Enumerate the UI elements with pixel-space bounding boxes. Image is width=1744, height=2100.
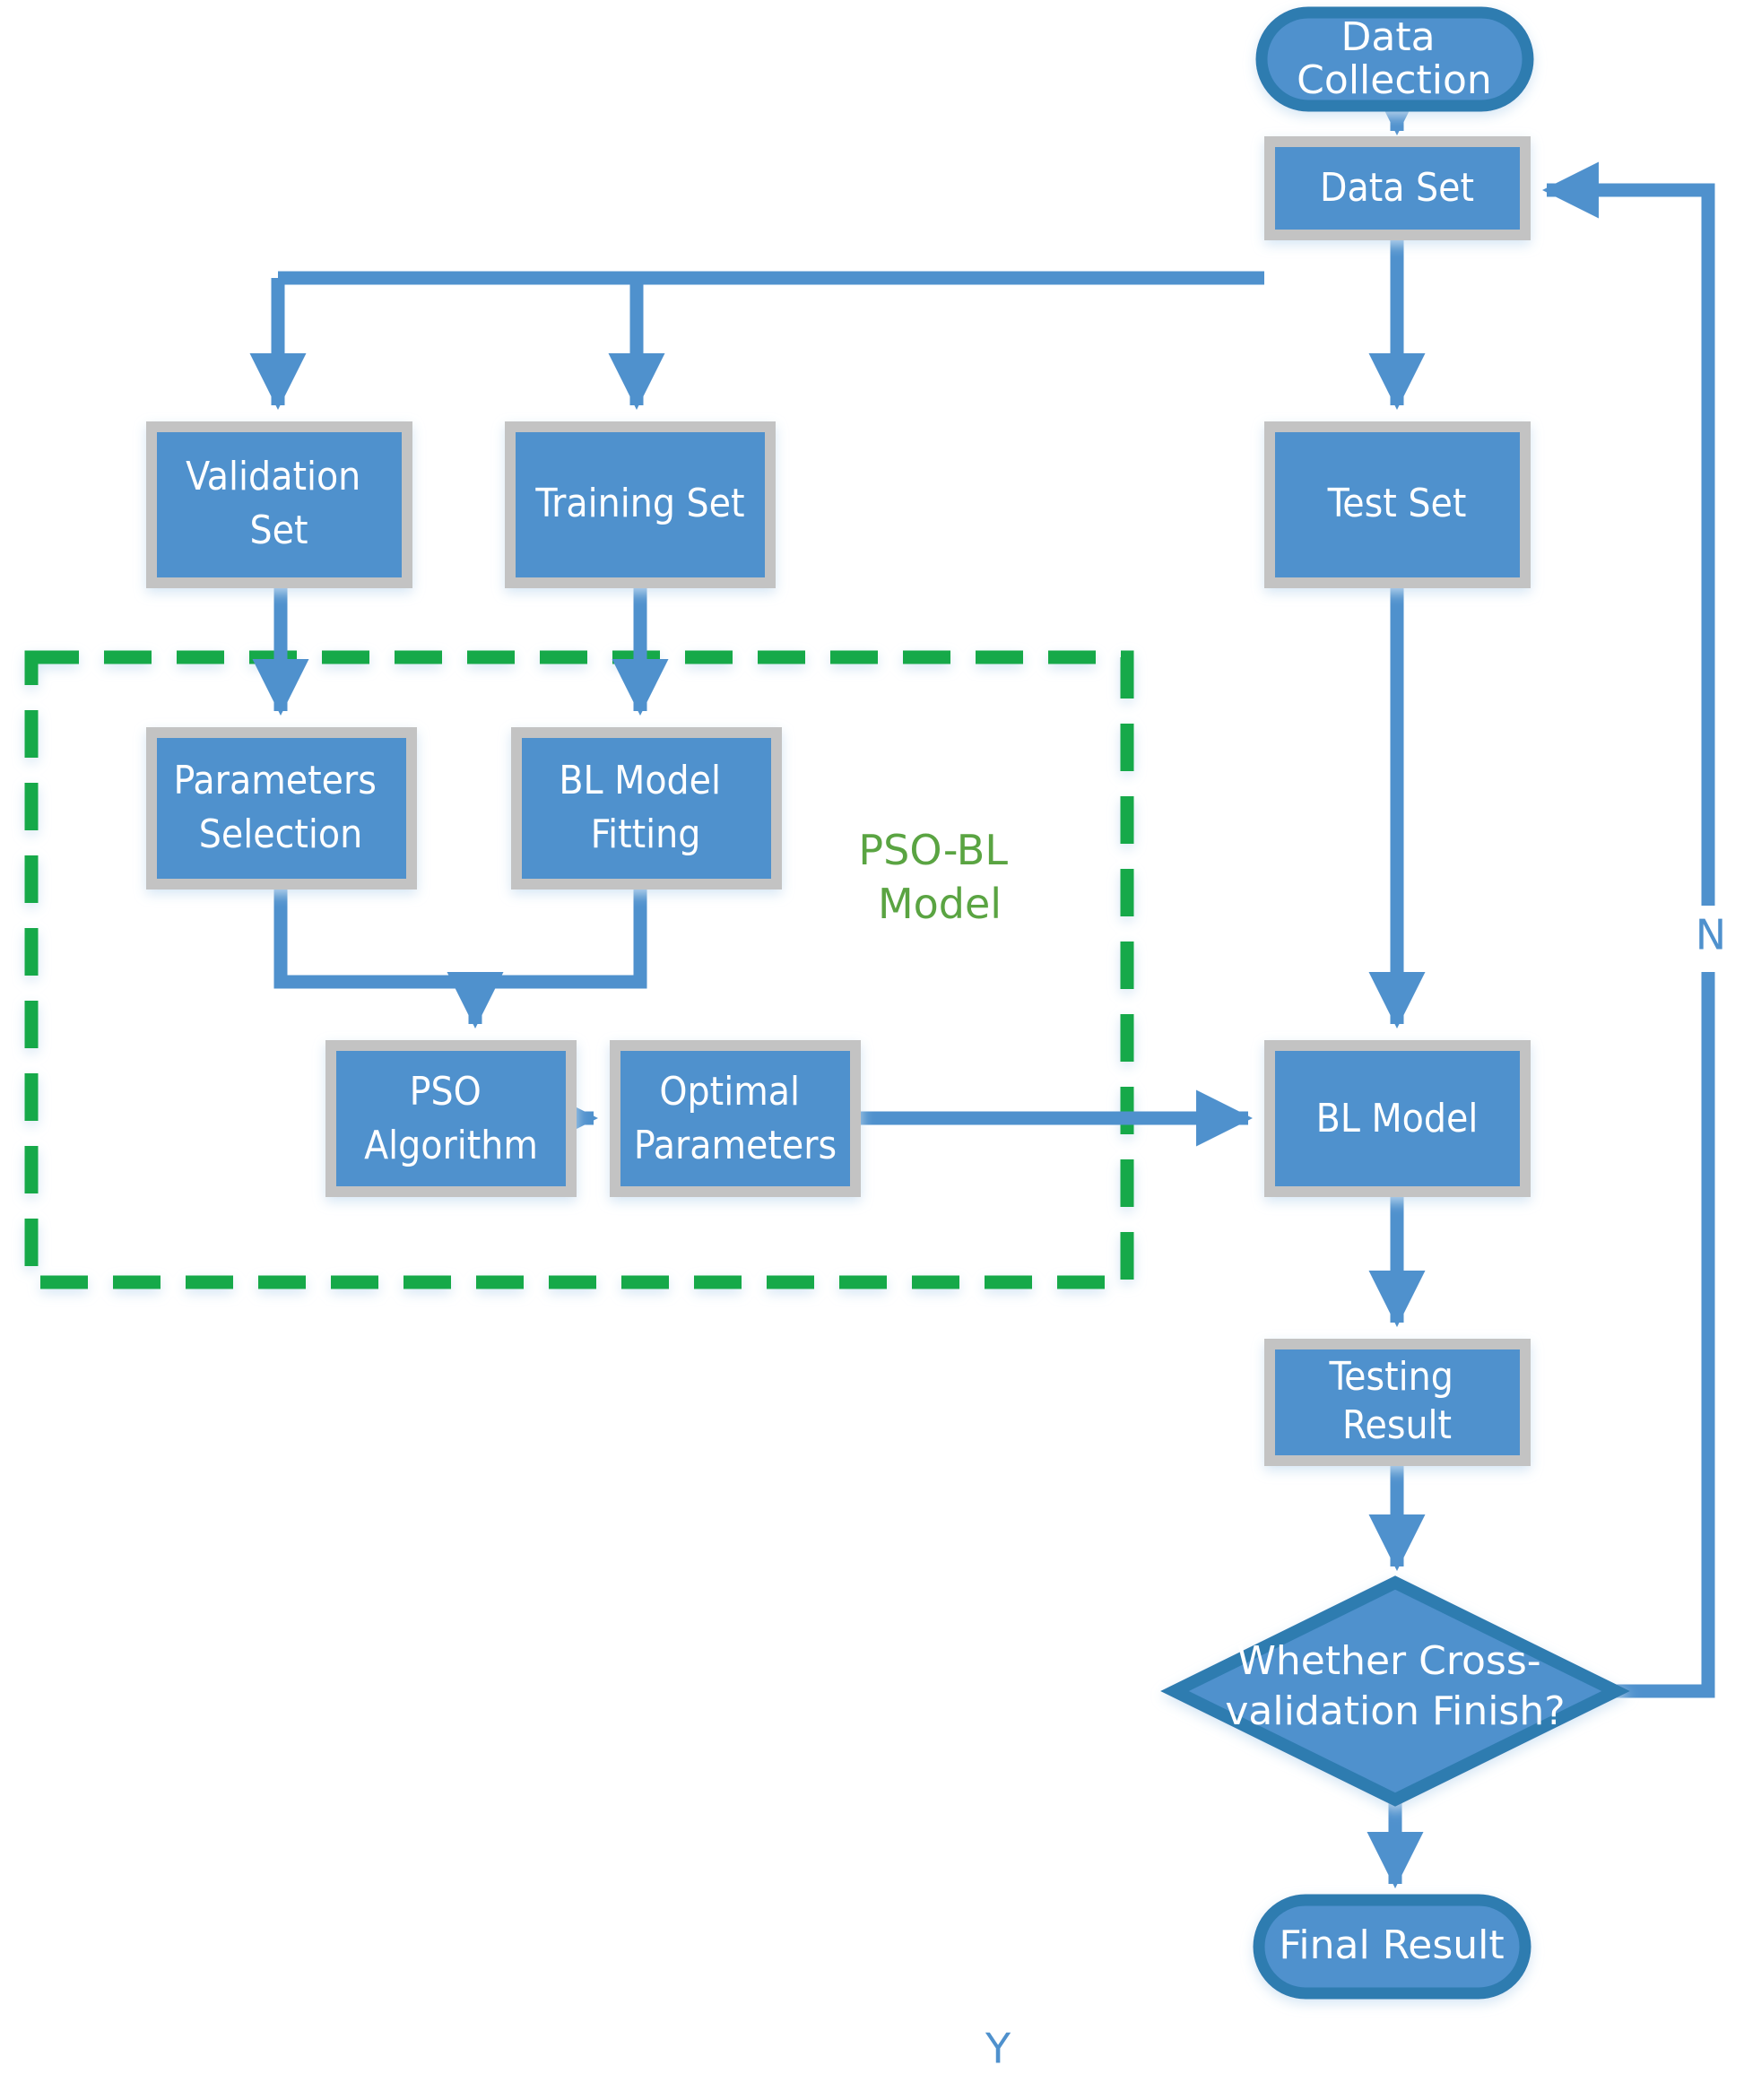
node-shape-process (157, 738, 406, 879)
node-shape-process (1275, 432, 1520, 577)
node-optimal-parameters[interactable] (610, 1040, 861, 1197)
node-shape-terminator (1253, 1894, 1531, 2000)
edge-label-branch-no: N (1696, 911, 1726, 959)
node-shape-process (336, 1051, 566, 1186)
node-shape-process (522, 738, 771, 879)
node-bl-model-fitting[interactable] (511, 727, 782, 889)
node-data-set[interactable] (1264, 136, 1531, 240)
node-label-training-set: Training Set (534, 481, 744, 526)
node-label-pso-algorithm: PSO Algorithm (364, 1069, 538, 1168)
node-shape-decision (1160, 1575, 1630, 1807)
node-label-validation-set: Validation Set (186, 454, 372, 553)
node-label-test-set: Test Set (1327, 481, 1467, 526)
node-shape-process (516, 432, 765, 577)
node-label-data-collection: Data Collection (1297, 14, 1492, 103)
edge-bl-model-fitting-to-junction (475, 889, 647, 989)
node-label-parameters-selection: Parameters Selection (174, 758, 388, 857)
node-shape-process (1275, 1051, 1520, 1186)
node-training-set[interactable] (505, 421, 776, 588)
node-label-data-set: Data Set (1320, 165, 1474, 211)
group-label-pso-bl-model: PSO-BL Model (858, 826, 1020, 928)
edge-parameters-selection-to-junction (273, 889, 475, 989)
node-final-result[interactable] (1253, 1894, 1531, 2000)
node-shape-terminator (1255, 6, 1534, 112)
node-test-set[interactable] (1264, 421, 1531, 588)
pso-bl-model-group (24, 650, 1134, 1289)
node-data-collection[interactable] (1255, 6, 1534, 112)
node-pso-algorithm[interactable] (325, 1040, 577, 1197)
edge-label-branch-yes: Y (985, 2025, 1011, 2073)
node-cross-validation-decision[interactable] (1160, 1575, 1630, 1807)
node-label-testing-result: Testing Result (1328, 1354, 1464, 1448)
node-shape-process (1275, 147, 1520, 230)
node-label-bl-model: BL Model (1316, 1096, 1479, 1141)
node-label-optimal-parameters: Optimal Parameters (634, 1069, 837, 1168)
node-shape-process (1275, 1349, 1520, 1455)
node-shape-process (620, 1051, 850, 1186)
node-label-cross-validation: Whether Cross- validation Finish? (1225, 1638, 1565, 1734)
node-testing-result[interactable] (1264, 1339, 1531, 1466)
group-label-line-2: Model (878, 880, 1002, 928)
node-label-bl-model-fitting: BL Model Fitting (559, 758, 732, 857)
node-validation-set[interactable] (146, 421, 412, 588)
node-bl-model[interactable] (1264, 1040, 1531, 1197)
branch-no-label-backdrop (1686, 906, 1732, 972)
group-dashed-border (24, 650, 1134, 1289)
group-label-line-1: PSO-BL (858, 826, 1008, 874)
node-label-final-result: Final Result (1279, 1922, 1504, 1968)
connectors (249, 79, 1715, 1889)
node-parameters-selection[interactable] (146, 727, 417, 889)
node-shape-process (157, 432, 402, 577)
edge-decision-no-to-data-set (1541, 161, 1715, 1698)
